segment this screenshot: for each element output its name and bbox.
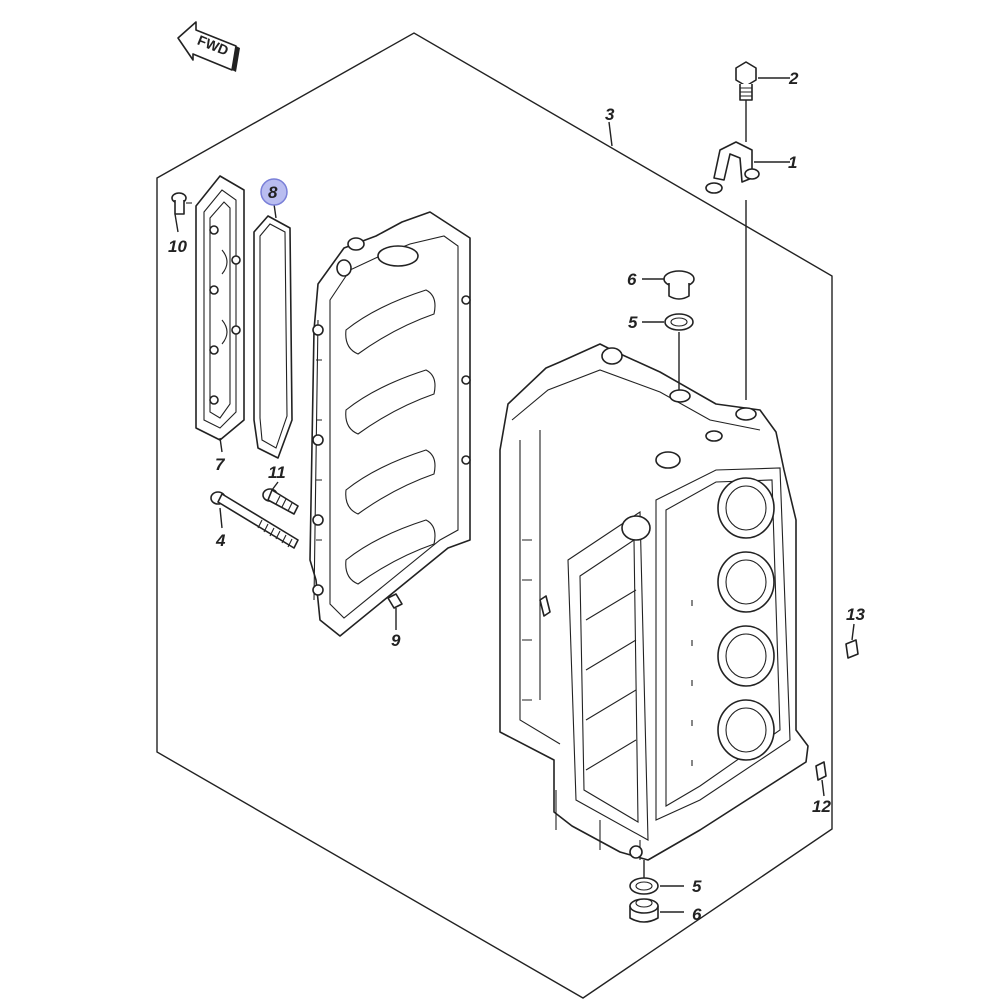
callout-1: 1	[788, 153, 797, 172]
cylinder-head-part	[309, 211, 471, 637]
callout-6-top: 6	[627, 270, 637, 289]
cover-part	[195, 175, 245, 441]
callout-11: 11	[268, 463, 286, 482]
callout-5-bottom: 5	[692, 877, 702, 896]
callout-13: 13	[846, 605, 865, 624]
bolt-part-10	[171, 192, 192, 215]
drain-plug-bottom	[629, 898, 659, 923]
callout-8-highlight	[260, 178, 288, 206]
callout-12: 12	[812, 797, 831, 816]
drain-plug-top	[663, 270, 695, 300]
callout-8: 8	[268, 183, 278, 202]
gasket-part	[253, 215, 293, 459]
dowel-pin-part	[387, 593, 403, 609]
bolt-part-12	[815, 761, 827, 781]
callout-2: 2	[788, 69, 799, 88]
bracket-part	[705, 141, 760, 194]
bolt-part-4	[210, 491, 299, 549]
callout-4: 4	[215, 531, 226, 550]
washer-bottom	[629, 877, 659, 895]
callout-5-top: 5	[628, 313, 638, 332]
callout-3: 3	[605, 105, 615, 124]
bolt-part-2	[735, 61, 757, 101]
callout-7: 7	[215, 455, 226, 474]
callout-6-bottom: 6	[692, 905, 702, 924]
callout-10: 10	[168, 237, 187, 256]
washer-top	[664, 313, 694, 331]
cylinder-block-part	[499, 343, 809, 861]
assembly-boundary-frame	[156, 32, 833, 999]
bolt-part-11	[262, 488, 299, 515]
callout-9: 9	[391, 631, 401, 650]
bolt-part-13	[845, 639, 859, 659]
leader-lines	[174, 77, 855, 913]
forward-direction-arrow: FWD	[177, 21, 240, 72]
